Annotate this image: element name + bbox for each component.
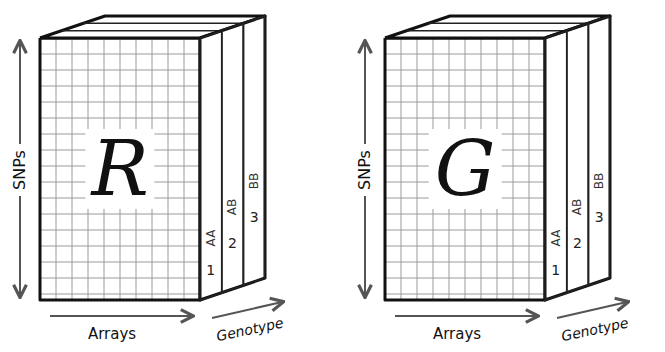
grid-line — [385, 54, 545, 55]
grid-line — [385, 294, 545, 295]
top-face-line — [62, 30, 222, 32]
grid-line — [401, 38, 402, 300]
genotype-slice: BB 3 — [243, 16, 265, 285]
front-face — [40, 38, 200, 300]
grid-line — [40, 86, 200, 87]
genotype-number: 3 — [250, 210, 259, 224]
grid-line — [385, 102, 545, 103]
genotype-slice: AA 1 — [200, 31, 222, 300]
slice-outline — [200, 31, 222, 300]
front-face-fill — [385, 38, 545, 300]
top-face-line — [83, 23, 243, 25]
matrix-letter: R — [85, 129, 154, 209]
genotype-number: 3 — [595, 210, 604, 224]
grid-line — [385, 278, 545, 279]
grid-line — [40, 54, 200, 55]
data-cube: G AA 1 AB 2 BB 3 — [385, 16, 610, 300]
grid-line — [385, 230, 545, 231]
axis-arrow — [19, 196, 21, 296]
grid-line — [513, 38, 514, 300]
slice-border — [567, 23, 589, 292]
grid-line — [385, 118, 545, 119]
slice-border — [200, 31, 222, 300]
grid-line — [385, 214, 545, 215]
axis-arrow — [19, 42, 21, 144]
slice-border — [588, 16, 610, 285]
axis-arrow — [364, 196, 366, 296]
genotype-number: 2 — [228, 236, 237, 250]
genotype-number: 1 — [206, 263, 215, 277]
grid-line — [184, 38, 185, 300]
genotype-label: BB — [593, 173, 605, 189]
axis-label: Genotype — [560, 315, 630, 344]
genotype-label: AB — [226, 198, 238, 214]
grid-line — [40, 246, 200, 247]
slice-border — [243, 16, 265, 285]
slice-outline — [567, 23, 589, 292]
axis-label: SNPs — [356, 150, 374, 190]
grid-line — [40, 262, 200, 263]
axis-label: Arrays — [433, 326, 481, 343]
top-face-line — [428, 23, 588, 25]
grid-line — [72, 38, 73, 300]
genotype-slice: AA 1 — [545, 31, 567, 300]
axis-label: SNPs — [11, 150, 29, 190]
genotype-number: 2 — [573, 236, 582, 250]
grid-line — [168, 38, 169, 300]
grid-line — [385, 246, 545, 247]
grid-line — [417, 38, 418, 300]
genotype-label: AB — [571, 198, 583, 214]
side-face — [200, 16, 265, 300]
grid-line — [385, 70, 545, 71]
genotype-label: AA — [205, 230, 217, 247]
axis-label: Genotype — [215, 315, 285, 344]
axis-arrow — [50, 315, 192, 317]
grid-line — [56, 38, 57, 300]
genotype-number: 1 — [551, 263, 560, 277]
axis-label: Arrays — [88, 326, 136, 343]
grid-line — [40, 214, 200, 215]
axis-arrow — [395, 315, 537, 317]
grid-line — [40, 230, 200, 231]
axis-arrow — [212, 302, 282, 318]
axis-arrow — [364, 42, 366, 144]
genotype-label: BB — [248, 173, 260, 189]
slice-outline — [545, 31, 567, 300]
grid-line — [40, 102, 200, 103]
grid-line — [385, 262, 545, 263]
slice-outline — [222, 23, 244, 292]
slice-border — [222, 23, 244, 292]
genotype-slice: AB 2 — [567, 23, 589, 292]
genotype-label: AA — [550, 230, 562, 247]
front-face — [385, 38, 545, 300]
front-face-fill — [40, 38, 200, 300]
slice-border — [545, 31, 567, 300]
grid-line — [40, 70, 200, 71]
axis-arrow — [557, 302, 627, 318]
grid-line — [529, 38, 530, 300]
grid-line — [40, 278, 200, 279]
side-face — [545, 16, 610, 300]
genotype-slice: BB 3 — [588, 16, 610, 285]
genotype-slice: AB 2 — [222, 23, 244, 292]
grid-line — [385, 86, 545, 87]
data-cube: R AA 1 AB 2 BB 3 — [40, 16, 265, 300]
top-face-line — [407, 30, 567, 32]
slice-outline — [588, 16, 610, 285]
matrix-letter: G — [429, 129, 502, 209]
grid-line — [40, 118, 200, 119]
slice-outline — [243, 16, 265, 285]
grid-line — [40, 294, 200, 295]
